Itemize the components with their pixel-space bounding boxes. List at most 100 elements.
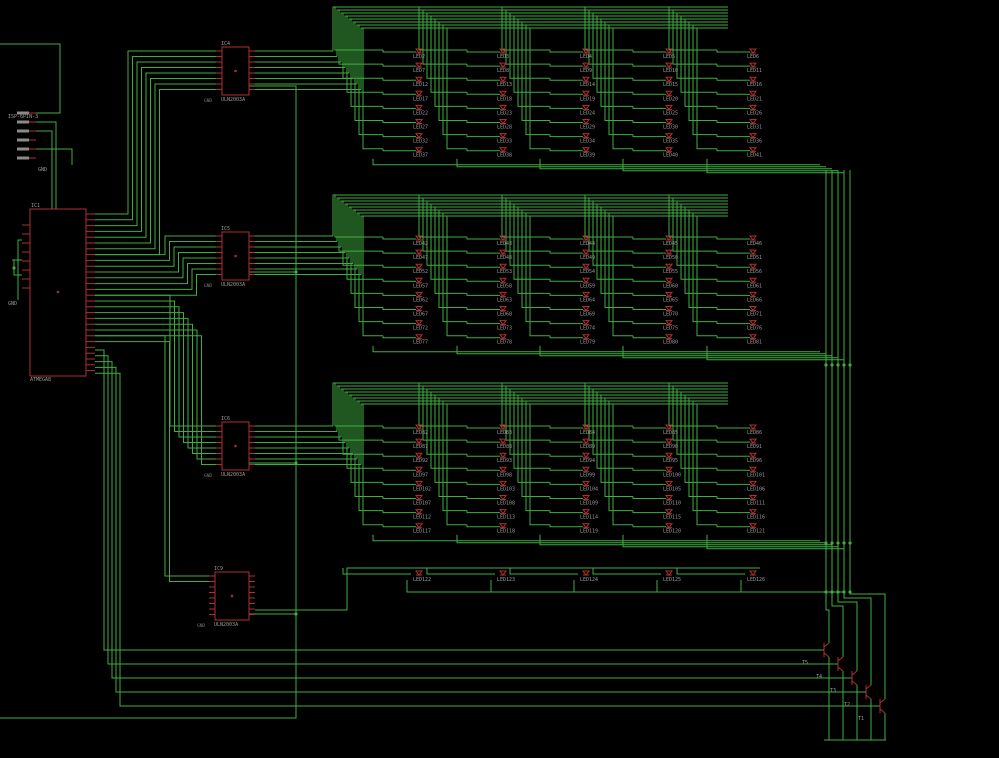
wire-driver-input — [95, 72, 216, 238]
wire-led-feed — [466, 237, 495, 240]
mcu-center-mark — [56, 290, 60, 294]
wire-led-feed — [362, 28, 383, 150]
led-symbol — [499, 147, 507, 153]
led-symbol — [749, 452, 757, 459]
led-symbol — [749, 424, 757, 430]
led-symbol — [749, 306, 757, 312]
wire-led-feed — [466, 251, 495, 254]
led-label: LED18 — [497, 96, 512, 102]
wire-driver-input — [95, 50, 216, 215]
led-label: LED102 — [413, 486, 431, 492]
led-label: LED11 — [747, 68, 762, 74]
led-symbol — [749, 90, 757, 97]
wire-led-feed — [446, 404, 467, 526]
led-label: LED125 — [663, 577, 681, 583]
led-label: LED66 — [747, 297, 762, 303]
led-label: LED14 — [580, 82, 595, 88]
wire-row-bus — [332, 194, 728, 236]
led-label: LED44 — [580, 241, 595, 247]
transistor-emitter — [823, 652, 830, 658]
led-symbol — [415, 438, 423, 444]
driver-value: ULN2003A — [221, 472, 245, 478]
led-symbol — [499, 480, 507, 487]
driver-gnd-label: GND — [197, 623, 205, 629]
led-symbol — [582, 235, 590, 241]
led-label: LED83 — [497, 430, 512, 436]
led-symbol — [582, 263, 590, 270]
led-symbol — [749, 334, 757, 340]
led-label: LED64 — [580, 297, 595, 303]
led-label: LED45 — [663, 241, 678, 247]
wire-led-feed — [509, 201, 550, 266]
wire-led-feed — [466, 50, 495, 53]
wire-led-feed — [362, 216, 383, 337]
led-label: LED5 — [663, 54, 675, 60]
wire-led-feed — [632, 440, 661, 443]
led-symbol — [749, 570, 757, 576]
wire-driver-input — [95, 56, 216, 221]
wire-led-feed — [716, 293, 745, 296]
wire-driver-input — [95, 257, 216, 279]
led-label: LED51 — [747, 255, 762, 261]
wire-driver-input — [95, 61, 216, 227]
wire-led-feed — [632, 321, 661, 325]
junction-dot — [830, 541, 834, 545]
led-symbol — [582, 119, 590, 125]
driver-center-mark — [230, 594, 234, 598]
wire-led-feed — [382, 307, 411, 310]
wire-led-feed — [680, 16, 717, 93]
wire-led-feed — [350, 207, 383, 294]
junction-dot — [836, 541, 840, 545]
wire-transistor-base — [95, 372, 880, 707]
wire-led-feed — [382, 454, 411, 457]
wire-led-feed — [430, 392, 467, 469]
led-label: LED36 — [747, 139, 762, 145]
wire-bottom-bus — [255, 567, 760, 611]
wire-driver-input — [95, 323, 216, 454]
driver-ref: IC5 — [221, 226, 230, 232]
wire-driver-input — [95, 83, 216, 250]
wire-led-feed — [692, 213, 717, 323]
wire-led-feed — [604, 22, 633, 121]
wire-column-return — [372, 158, 820, 166]
led-label: LED124 — [580, 577, 598, 583]
led-symbol — [499, 48, 507, 54]
led-symbol — [499, 466, 507, 473]
wire-led-feed — [716, 496, 745, 499]
led-symbol — [415, 334, 423, 340]
led-label: LED19 — [580, 96, 595, 102]
wire-led-feed — [334, 7, 383, 51]
wire-led-feed — [382, 468, 411, 471]
wire-led-feed — [442, 25, 467, 136]
led-symbol — [499, 104, 507, 111]
led-label: LED80 — [663, 340, 678, 346]
wire-led-feed — [549, 293, 578, 296]
wire-row-bus — [340, 12, 728, 62]
wire-led-feed — [342, 13, 383, 79]
led-label: LED88 — [497, 444, 512, 450]
wire-led-feed — [466, 468, 495, 471]
wire-led-feed — [549, 78, 578, 81]
led-symbol — [414, 509, 424, 515]
led-symbol — [499, 452, 507, 459]
wire-led-feed — [668, 7, 717, 51]
wire-led-feed — [362, 404, 383, 526]
led-label: LED35 — [663, 139, 678, 145]
wire-led-feed — [354, 398, 383, 497]
transistor-collector — [865, 684, 872, 690]
wire-row-bus — [348, 394, 728, 448]
driver-value: ULN2003A — [221, 282, 245, 288]
wire-isp-gnd — [36, 148, 73, 165]
led-symbol — [499, 438, 507, 444]
wire-led-feed — [509, 13, 550, 79]
wire-led-feed — [549, 237, 578, 240]
led-label: LED116 — [747, 515, 765, 521]
wire-led-feed — [672, 198, 717, 252]
wire-transistor-collector — [825, 170, 830, 643]
led-symbol — [415, 147, 423, 153]
wire-led-feed — [382, 279, 411, 282]
led-label: LED84 — [580, 430, 595, 436]
wire-column-return — [539, 158, 832, 170]
transistor-emitter — [837, 666, 844, 672]
wire-driver-input — [95, 78, 216, 244]
